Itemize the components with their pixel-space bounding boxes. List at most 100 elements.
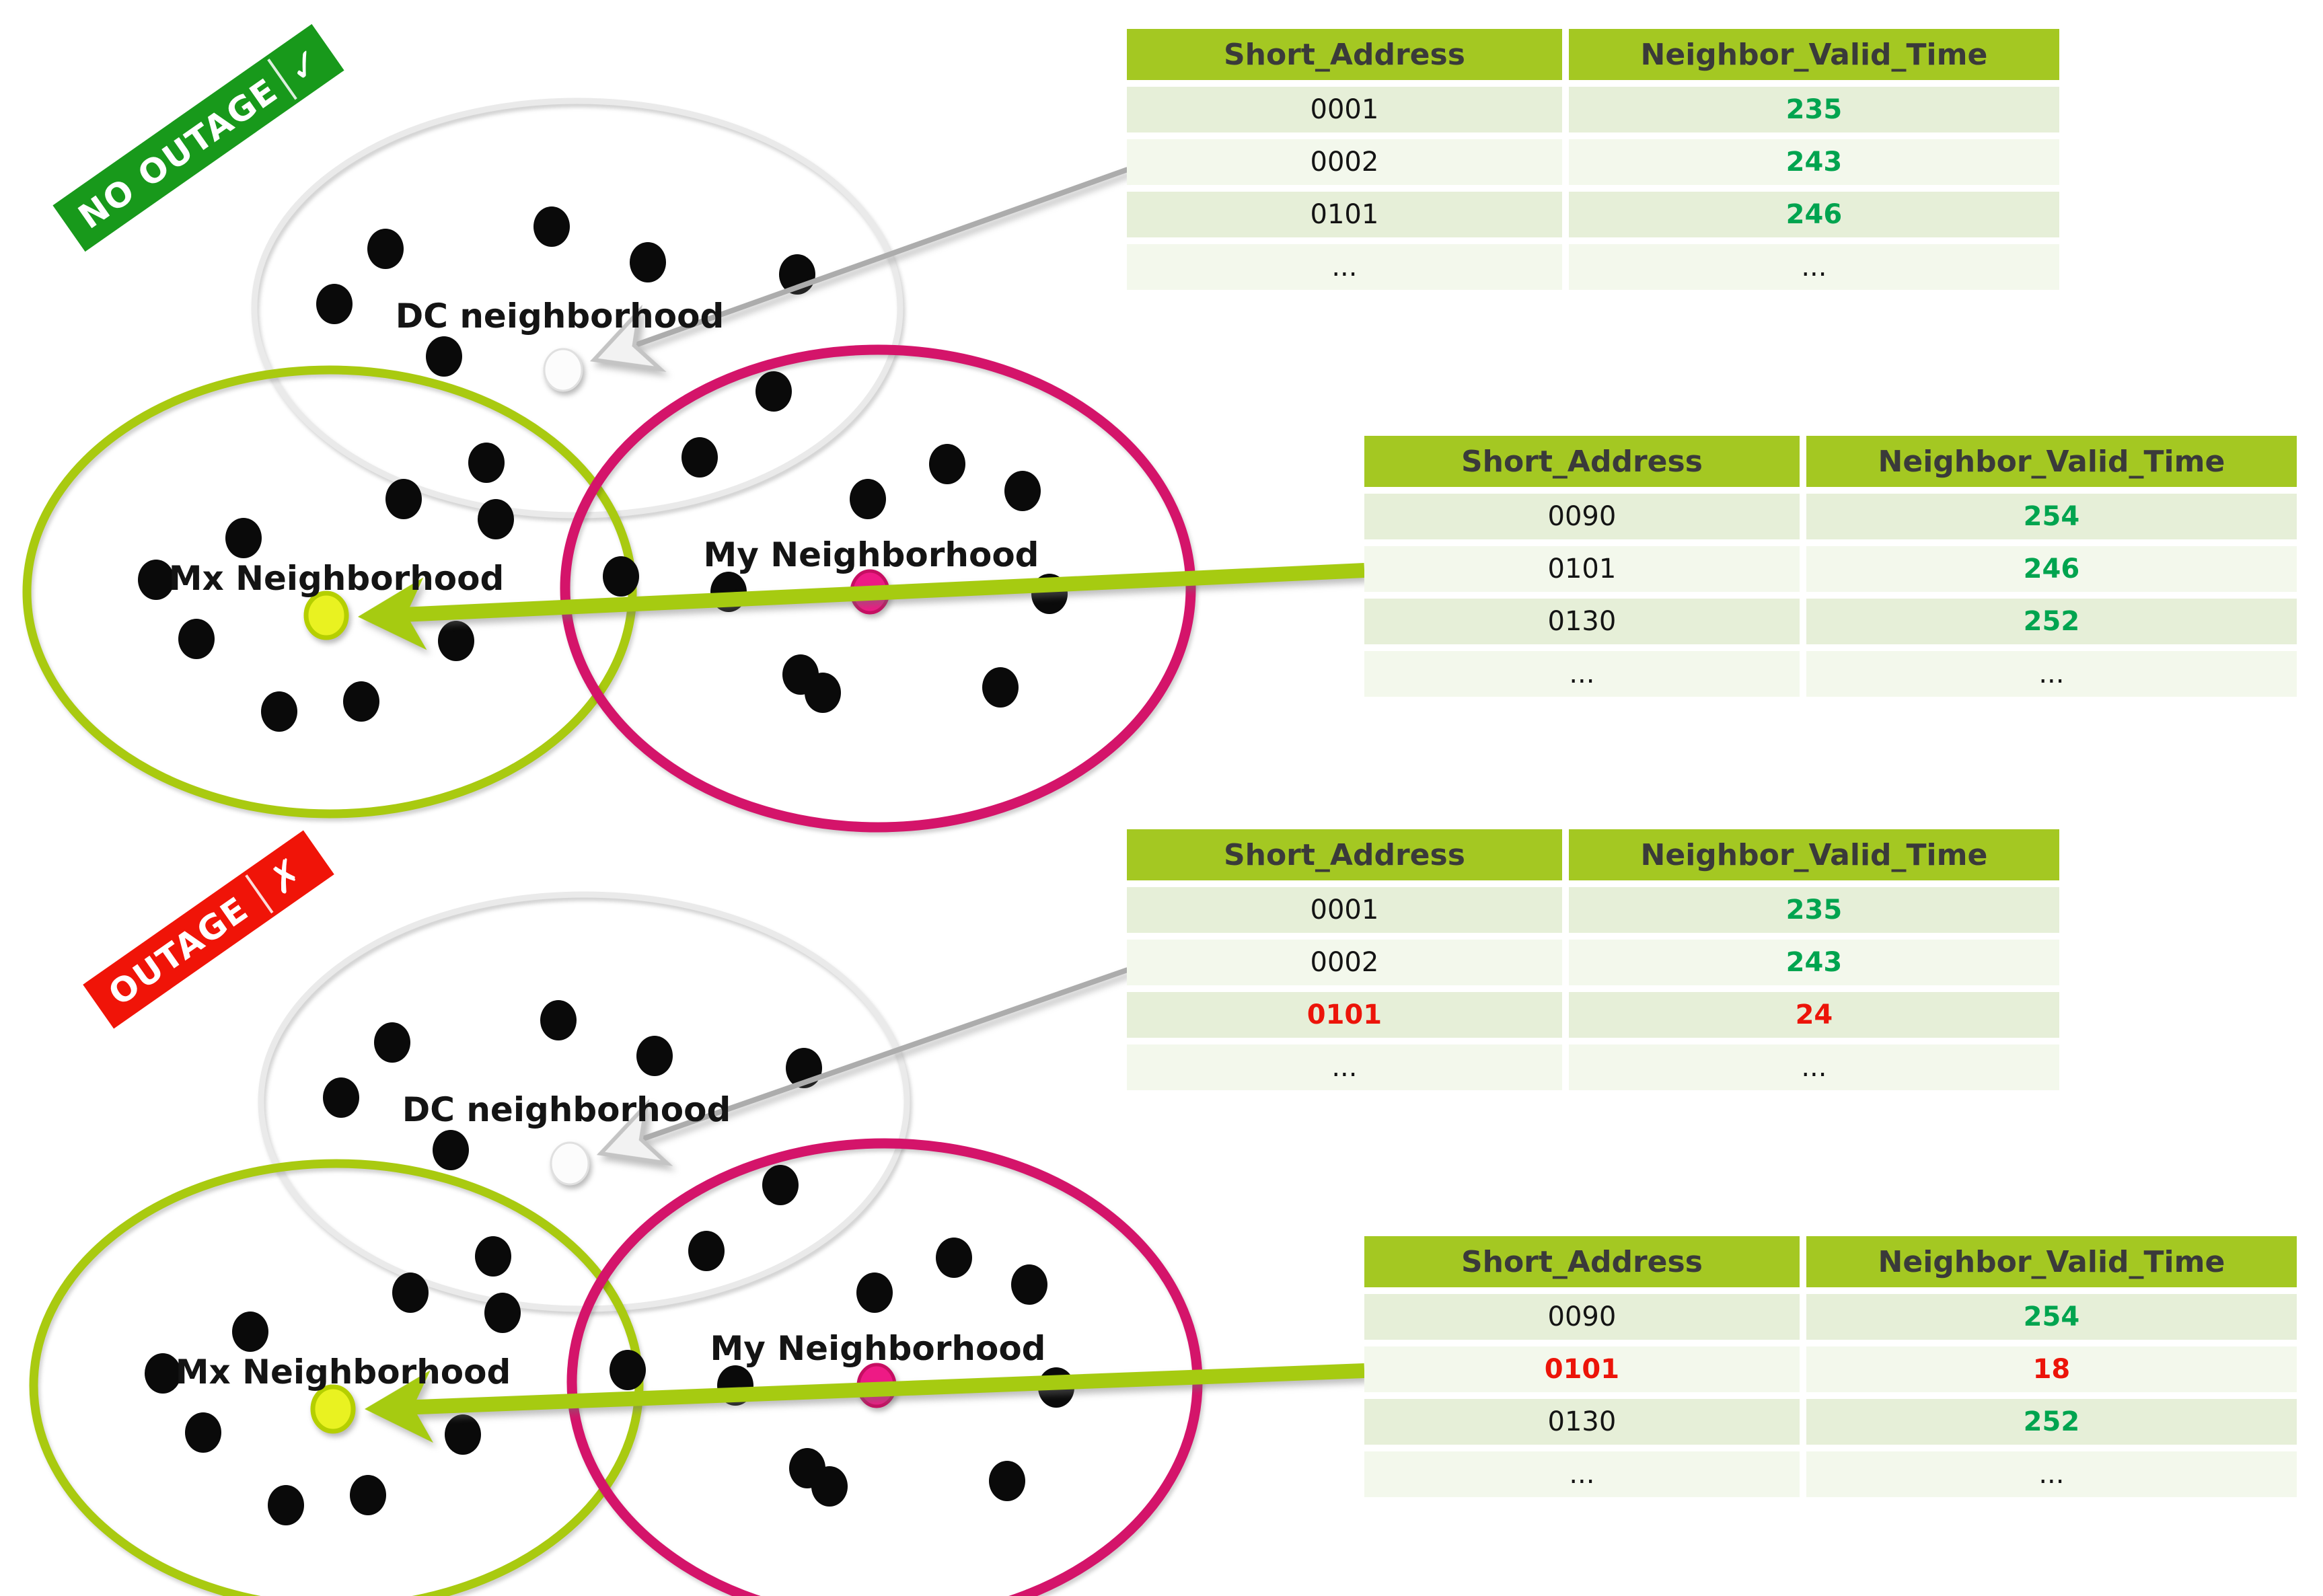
node-dot [185, 1412, 221, 1453]
node-dot [630, 242, 666, 282]
node-dot [261, 691, 297, 732]
column-header-neighbor-valid-time: Neighbor_Valid_Time [1568, 29, 2059, 80]
neighbor-valid-time-cell: 24 [1568, 992, 2059, 1038]
neighbor-valid-time-cell: 254 [1806, 494, 2297, 539]
short-address-cell: 0001 [1127, 887, 1562, 933]
node-dot [145, 1353, 181, 1394]
short-address-cell: 0002 [1127, 940, 1562, 985]
mx-node [303, 591, 349, 640]
column-header-neighbor-valid-time: Neighbor_Valid_Time [1806, 436, 2297, 487]
node-dot [178, 619, 215, 659]
short-address-cell: ... [1127, 244, 1562, 290]
mx-arrow [365, 1363, 1365, 1443]
neighbor-valid-time-cell: ... [1568, 1044, 2059, 1090]
dc-arrow [589, 167, 1129, 373]
table-header-row: Short_Address Neighbor_Valid_Time [1364, 436, 2297, 487]
node-dot [603, 556, 639, 597]
arrow-line [633, 967, 1129, 1145]
my-ellipse [560, 344, 1196, 833]
neighbor-valid-time-cell: ... [1806, 651, 2297, 697]
scenario-shapes [29, 891, 1365, 1596]
node-dot [323, 1077, 359, 1118]
scenario-shapes [22, 98, 1365, 833]
node-dot [343, 681, 379, 722]
neighbor-valid-time-cell: 243 [1568, 139, 2059, 185]
node-dot [445, 1414, 481, 1455]
node-dot [805, 673, 841, 713]
neighbor-valid-time-cell: 246 [1806, 546, 2297, 592]
short-address-cell: 0002 [1127, 139, 1562, 185]
arrowhead-icon [596, 1098, 673, 1166]
arrow-line [404, 1363, 1365, 1415]
dc-node [550, 1141, 590, 1186]
dc-neighborhood-label: DC neighborhood [402, 1090, 731, 1129]
column-header-short-address: Short_Address [1364, 436, 1800, 487]
arrowhead-icon [358, 577, 427, 650]
node-dot [374, 1022, 410, 1063]
banner-divider [267, 59, 297, 100]
column-header-neighbor-valid-time: Neighbor_Valid_Time [1806, 1236, 2297, 1287]
table-row: ...... [1127, 1044, 2059, 1090]
neighbor-valid-time-cell: ... [1806, 1451, 2297, 1497]
arrow-line [398, 563, 1365, 623]
arrow-line [626, 167, 1129, 351]
neighbor-valid-time-cell: 235 [1568, 887, 2059, 933]
node-dot [385, 479, 422, 519]
banner-divider [245, 874, 274, 914]
dc-neighborhood-label: DC neighborhood [396, 297, 725, 336]
outage-banner: OUTAGE ✗ [83, 830, 334, 1029]
short-address-cell: ... [1127, 1044, 1562, 1090]
node-dot [316, 284, 353, 324]
node-dot [468, 443, 505, 483]
node-dot [850, 479, 886, 519]
node-dot [540, 1000, 577, 1040]
node-dot [426, 336, 462, 377]
node-dot [392, 1272, 429, 1313]
node-dot [225, 518, 262, 558]
table-header-row: Short_Address Neighbor_Valid_Time [1127, 29, 2059, 80]
neighbor-valid-time-cell: 246 [1568, 192, 2059, 237]
table-row: ...... [1364, 651, 2297, 697]
mx-neighborhood-label: Mx Neighborhood [176, 1353, 511, 1392]
banner-label: NO OUTAGE [71, 71, 285, 237]
dc-arrow [596, 967, 1129, 1166]
table-row: ...... [1364, 1451, 2297, 1497]
node-dot [367, 229, 404, 269]
node-dot [929, 444, 965, 484]
mx-neighborhood-label: Mx Neighborhood [169, 559, 505, 598]
node-dot [982, 667, 1019, 708]
column-header-neighbor-valid-time: Neighbor_Valid_Time [1568, 829, 2059, 880]
scenario-outage: DC neighborhood Mx Neighborhood My Neigh… [29, 830, 1365, 1596]
neighbor-valid-time-cell: 18 [1806, 1346, 2297, 1392]
short-address-cell: 0001 [1127, 87, 1562, 132]
node-dot [636, 1036, 673, 1076]
node-dot [762, 1165, 799, 1205]
table-header-row: Short_Address Neighbor_Valid_Time [1127, 829, 2059, 880]
node-dot [688, 1231, 725, 1271]
node-dot [438, 621, 474, 661]
node-dot [433, 1130, 469, 1170]
node-dot [475, 1236, 511, 1277]
short-address-cell: 0101 [1364, 1346, 1800, 1392]
node-dot [232, 1312, 268, 1352]
neighbor-valid-time-cell: 252 [1806, 599, 2297, 644]
column-header-short-address: Short_Address [1127, 29, 1562, 80]
my-neighborhood-label: My Neighborhood [704, 535, 1039, 574]
